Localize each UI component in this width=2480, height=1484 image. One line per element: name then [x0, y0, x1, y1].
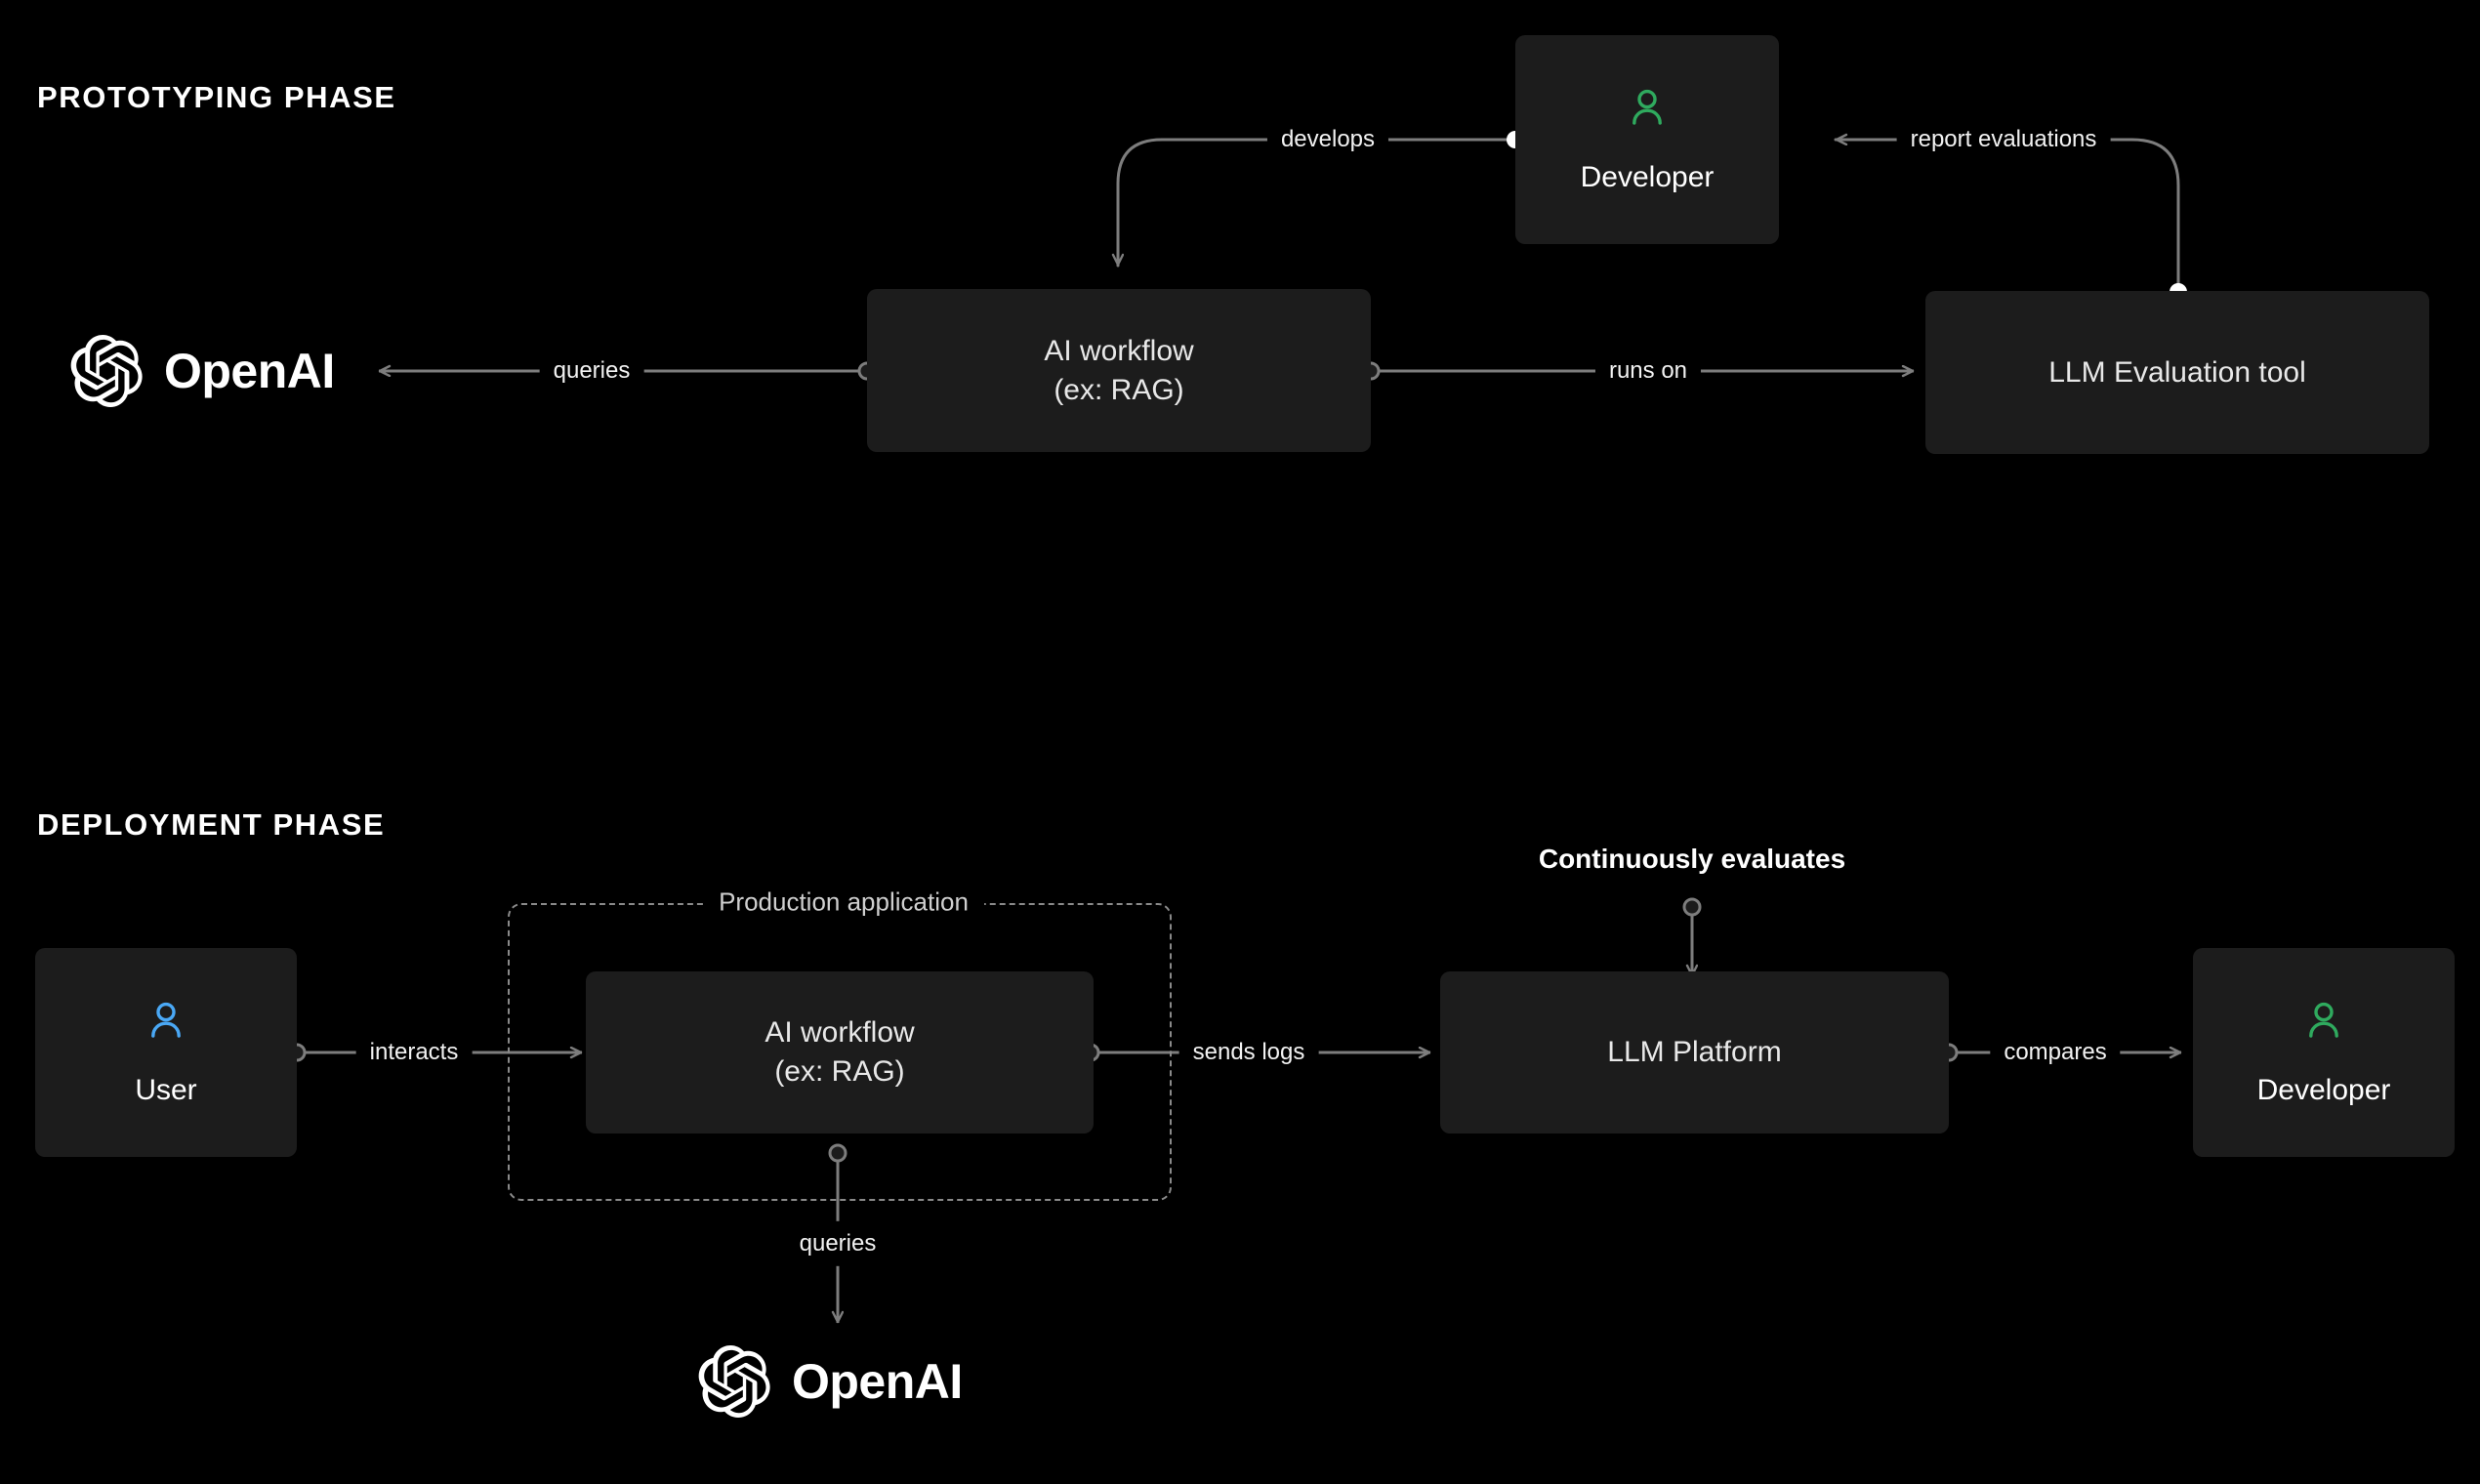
node-developer-prototyping[interactable]: Developer [1515, 35, 1779, 244]
node-ai-workflow-label: AI workflow (ex: RAG) [765, 1016, 915, 1088]
openai-mark-icon [70, 335, 143, 407]
person-icon [151, 1002, 181, 1038]
person-icon [2309, 1002, 2338, 1038]
edge-label-runs-on: runs on [1594, 348, 1702, 394]
node-developer-deployment[interactable]: Developer [2193, 948, 2455, 1157]
edge-report-evaluations [1834, 140, 2187, 301]
node-llm-platform-label: LLM Platform [1607, 1036, 1782, 1069]
node-ai-workflow-deployment[interactable]: AI workflow (ex: RAG) [586, 971, 1094, 1134]
node-llm-platform[interactable]: LLM Platform [1440, 971, 1949, 1134]
group-production-application-label: Production application [703, 886, 984, 918]
node-user-label: User [135, 1074, 197, 1106]
node-ai-workflow-label: AI workflow (ex: RAG) [1044, 334, 1194, 406]
openai-wordmark: OpenAI [164, 344, 335, 398]
edge-label-compares: compares [1990, 1029, 2121, 1076]
section-title-prototyping: PROTOTYPING PHASE [37, 80, 396, 114]
node-developer-label: Developer [1580, 161, 1715, 193]
edge-label-develops: develops [1266, 116, 1389, 163]
node-ai-workflow-prototyping[interactable]: AI workflow (ex: RAG) [867, 289, 1371, 452]
openai-logo-deployment: OpenAI [698, 1345, 963, 1418]
node-llm-evaluation-tool[interactable]: LLM Evaluation tool [1925, 291, 2429, 454]
edge-label-queries-bottom: queries [785, 1220, 890, 1267]
edge-label-sends-logs: sends logs [1178, 1029, 1319, 1076]
edge-label-queries: queries [539, 348, 644, 394]
node-llm-evaluation-tool-label: LLM Evaluation tool [2048, 355, 2306, 389]
openai-logo-prototyping: OpenAI [70, 335, 335, 407]
node-developer-label: Developer [2256, 1074, 2391, 1106]
person-icon [1633, 89, 1662, 125]
edge-continuously-evaluates [1682, 897, 1702, 976]
section-title-deployment: DEPLOYMENT PHASE [37, 807, 386, 842]
openai-mark-icon [698, 1345, 770, 1418]
edge-label-report-evaluations: report evaluations [1896, 116, 2111, 163]
callout-continuously-evaluates: Continuously evaluates [1538, 844, 1846, 874]
node-user[interactable]: User [35, 948, 297, 1157]
openai-wordmark: OpenAI [792, 1354, 963, 1409]
edge-label-interacts: interacts [355, 1029, 473, 1076]
